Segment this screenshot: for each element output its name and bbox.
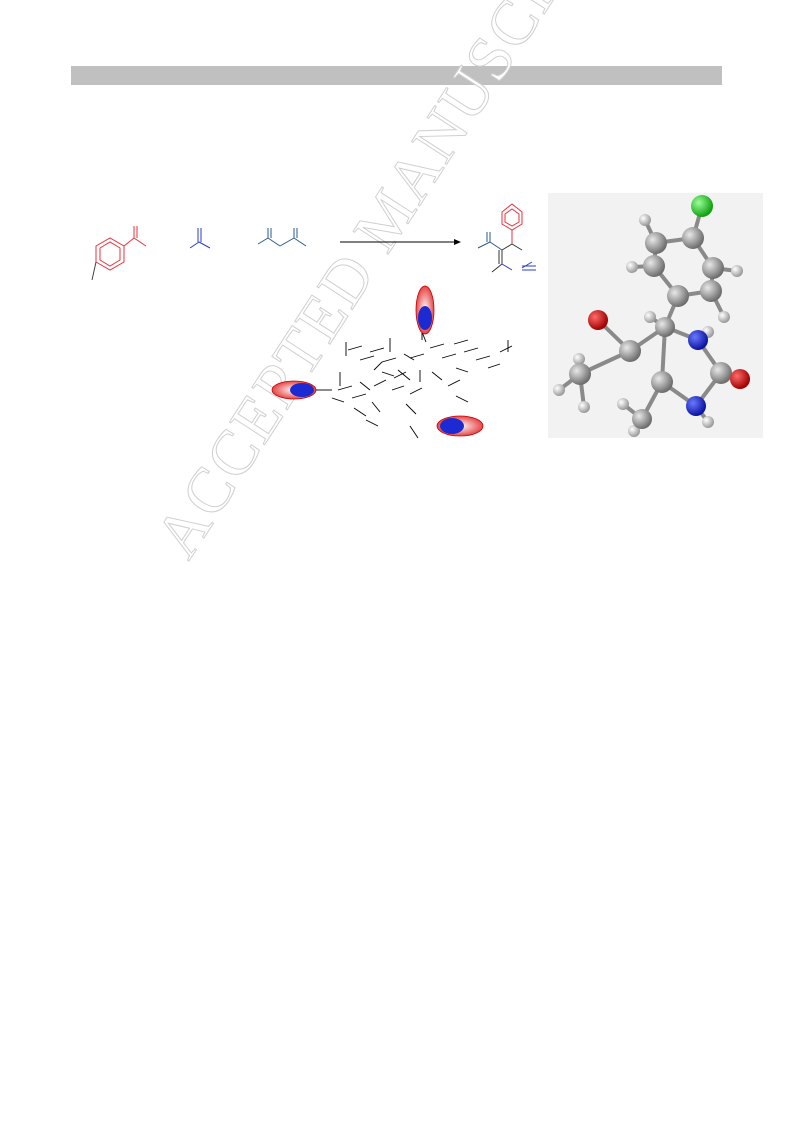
catalyst-network <box>331 328 513 439</box>
molecule-panel <box>548 193 763 438</box>
urea-structure <box>189 228 211 249</box>
reaction-scheme <box>91 203 536 439</box>
hydrogen-atoms <box>553 214 743 437</box>
oxygen-atom <box>730 369 750 389</box>
ketoester-structure <box>257 228 307 247</box>
ball-and-stick-molecule <box>553 195 750 437</box>
chlorine-atom <box>691 195 713 217</box>
catalyst-nanoparticle <box>415 285 435 335</box>
nitrogen-atom <box>688 330 708 350</box>
catalyst-nanoparticle <box>436 415 484 437</box>
nitrogen-atom <box>686 396 706 416</box>
arrow-icon <box>340 239 461 245</box>
product-structure <box>477 203 536 273</box>
header-bar <box>71 66 722 85</box>
oxygen-atom <box>588 310 608 330</box>
catalyst-nanoparticle <box>271 380 332 400</box>
carbon-atoms <box>569 227 732 429</box>
benzaldehyde-structure <box>91 226 147 281</box>
